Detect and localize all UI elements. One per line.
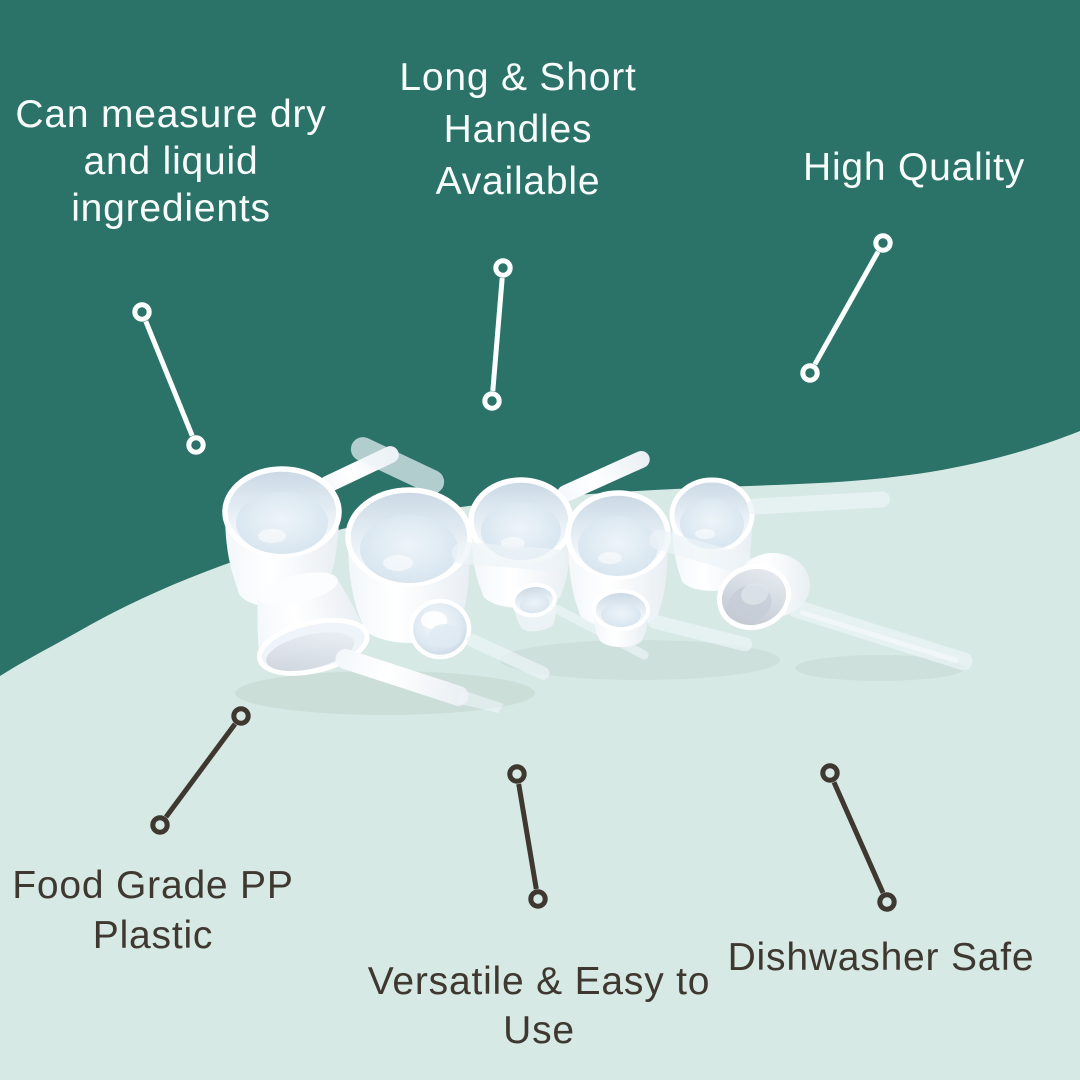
callout-line: Handles — [443, 108, 593, 151]
callout-line: Versatile & Easy to — [367, 960, 711, 1003]
callout-long-short-handles: Long & Short Handles Available — [378, 52, 658, 208]
scoop-front-row — [256, 553, 973, 713]
callout-line: Can measure dry — [15, 93, 327, 136]
scoop-back-row — [222, 437, 890, 643]
callout-high-quality: High Quality — [764, 144, 1064, 192]
callout-line: Dishwasher Safe — [727, 936, 1035, 979]
callout-line: ingredients — [71, 187, 271, 230]
connector-dishwasher — [820, 763, 897, 912]
connector-quality — [800, 233, 893, 383]
callout-line: Food Grade PP — [12, 864, 294, 907]
connector-versatile — [507, 764, 548, 909]
callout-line: Plastic — [92, 914, 214, 957]
callout-line: Use — [503, 1009, 575, 1052]
connector-handles — [482, 258, 513, 411]
connector-measure — [132, 302, 206, 455]
callout-versatile-easy: Versatile & Easy to Use — [339, 957, 739, 1055]
callout-line: Long & Short — [399, 56, 637, 99]
callout-food-grade-plastic: Food Grade PP Plastic — [0, 861, 323, 961]
product-shadow — [235, 640, 965, 715]
callout-line: and liquid — [83, 140, 259, 183]
callout-measure-ingredients: Can measure dry and liquid ingredients — [1, 91, 341, 232]
callout-line: Available — [435, 160, 601, 203]
callout-dishwasher-safe: Dishwasher Safe — [711, 934, 1051, 982]
callout-line: High Quality — [802, 146, 1026, 189]
connector-material — [150, 706, 251, 835]
